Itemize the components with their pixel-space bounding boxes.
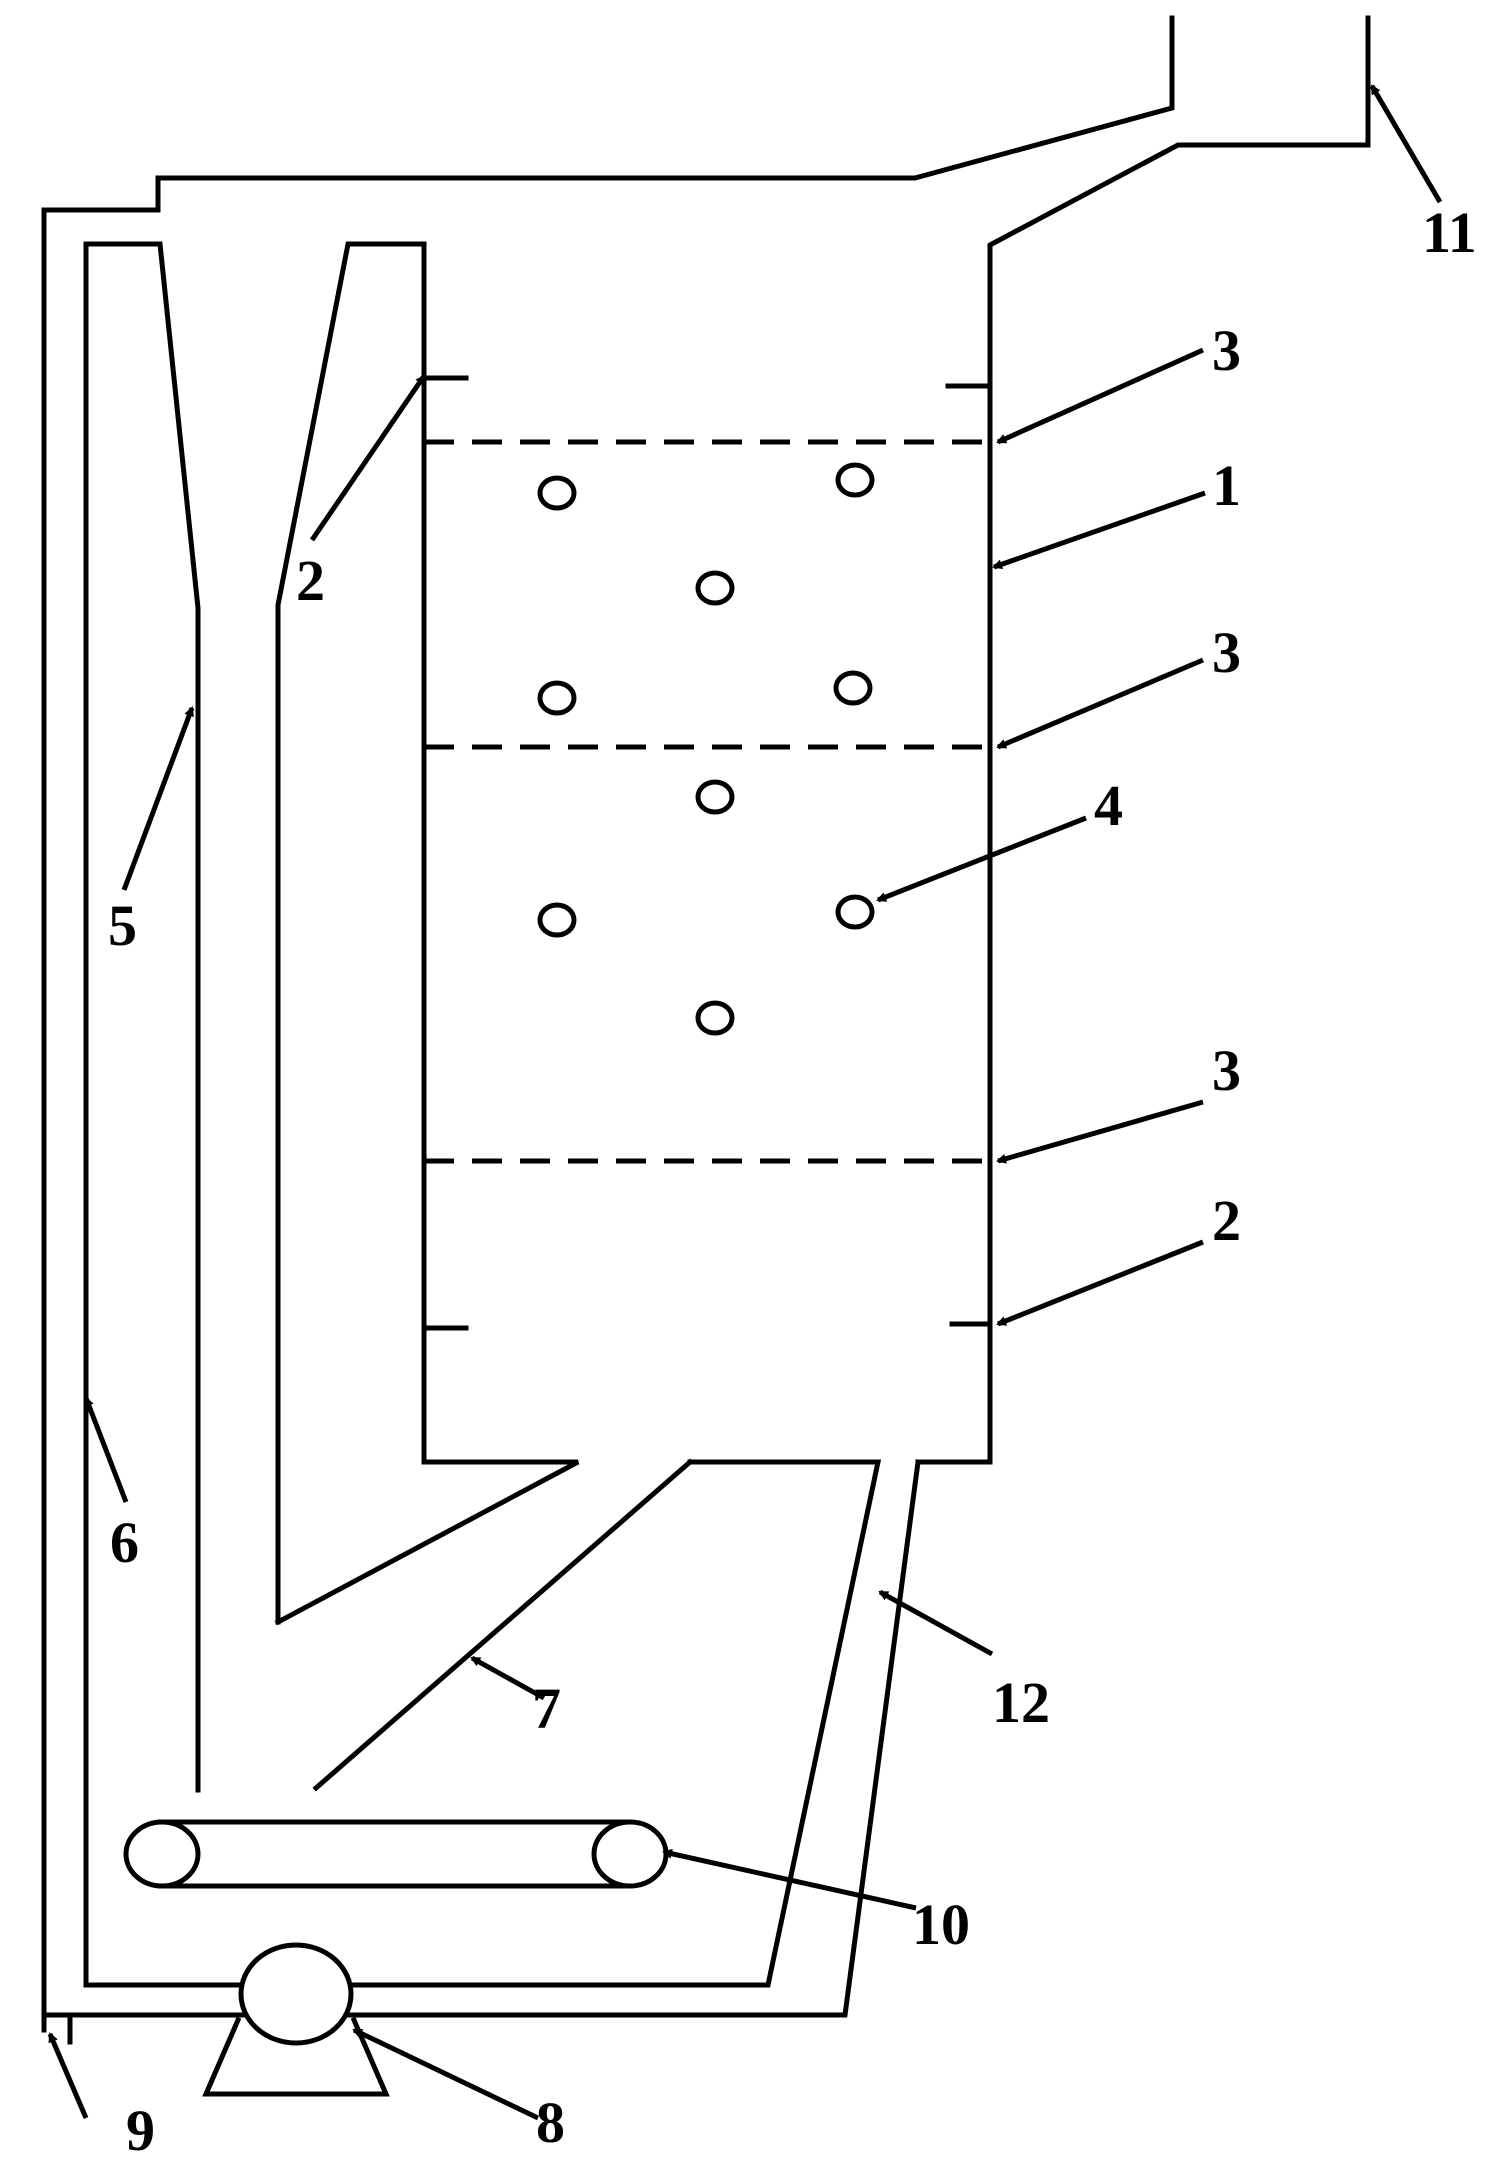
label-7: 7 xyxy=(532,1676,561,1741)
left-baffle xyxy=(274,241,580,1626)
guide-plate xyxy=(312,1458,694,1792)
pump-body xyxy=(238,1942,354,2046)
carrier-circle xyxy=(537,475,577,511)
carrier-circle xyxy=(537,680,577,716)
carrier-circle xyxy=(695,1000,735,1036)
main-chamber-bottom-wall xyxy=(83,1459,882,1988)
leader-arrow-2a xyxy=(309,374,427,542)
label-12: 12 xyxy=(992,1670,1050,1735)
conveyor-belt xyxy=(157,1819,631,1889)
leader-arrow-10 xyxy=(662,1848,917,1911)
label-2b: 2 xyxy=(1212,1188,1241,1253)
leader-arrow-5 xyxy=(121,706,195,891)
carrier-circle xyxy=(835,894,875,930)
carrier-circle xyxy=(695,779,735,815)
inner-left-channel-wall xyxy=(83,241,201,1988)
leader-arrow-11 xyxy=(1369,84,1443,204)
outer-housing-right-wall xyxy=(987,15,1371,1465)
pump-base xyxy=(202,2016,390,2097)
leader-arrow-12 xyxy=(878,1589,994,1657)
leader-arrow-3b xyxy=(996,657,1204,750)
label-5: 5 xyxy=(108,893,137,958)
label-1: 1 xyxy=(1212,453,1241,518)
conveyor-roller-left xyxy=(123,1819,201,1889)
leader-arrow-3a xyxy=(996,347,1205,445)
label-3a: 3 xyxy=(1212,318,1241,383)
label-6: 6 xyxy=(110,1510,139,1575)
leader-arrow-3c xyxy=(996,1099,1204,1164)
carrier-circle xyxy=(835,462,875,498)
leader-arrow-6 xyxy=(83,1396,129,1503)
leader-arrow-1 xyxy=(992,490,1206,570)
label-10: 10 xyxy=(912,1892,970,1957)
leader-arrow-4 xyxy=(876,815,1087,903)
leader-arrow-8 xyxy=(352,2027,540,2121)
label-3c: 3 xyxy=(1212,1038,1241,1103)
carrier-circle xyxy=(537,902,577,938)
carrier-circle xyxy=(833,670,873,706)
label-2a: 2 xyxy=(296,548,325,613)
label-8: 8 xyxy=(536,2090,565,2155)
leader-arrow-9 xyxy=(47,2032,89,2119)
label-11: 11 xyxy=(1422,200,1477,265)
label-9: 9 xyxy=(126,2098,155,2158)
label-3b: 3 xyxy=(1212,620,1241,685)
conveyor-roller-right xyxy=(591,1819,669,1889)
outer-housing-lower-wall xyxy=(41,1459,921,2018)
leader-arrow-7 xyxy=(470,1655,546,1701)
label-4: 4 xyxy=(1094,773,1123,838)
outer-housing-wall xyxy=(41,15,1175,2033)
leader-arrow-2b xyxy=(996,1239,1204,1327)
carrier-circle xyxy=(695,570,735,606)
